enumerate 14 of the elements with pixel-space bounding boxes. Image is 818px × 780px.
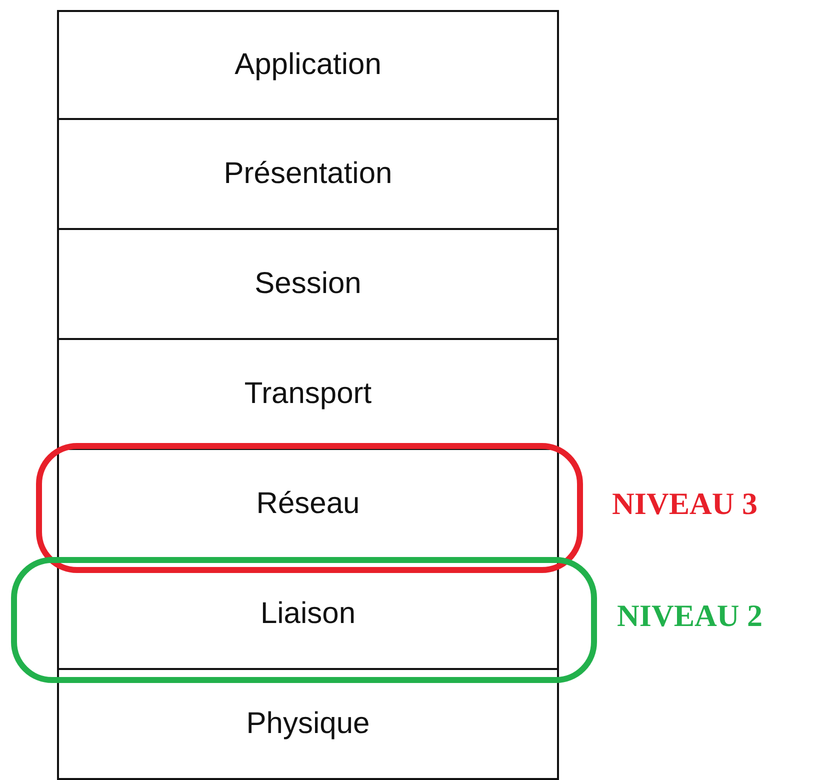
layer-name: Transport	[244, 377, 372, 411]
layer-box	[57, 228, 559, 340]
layer-box	[57, 338, 559, 450]
layer-box	[57, 118, 559, 230]
layer-box	[57, 10, 559, 120]
level-label: NIVEAU 2	[617, 598, 763, 634]
level-label: NIVEAU 3	[612, 486, 758, 522]
layer-name: Réseau	[256, 487, 360, 521]
layer-name: Application	[234, 48, 382, 82]
layer-name: Physique	[246, 707, 370, 741]
layer-name: Liaison	[260, 597, 356, 631]
layer-name: Présentation	[224, 157, 392, 191]
layer-name: Session	[254, 267, 362, 301]
layer-box	[57, 668, 559, 780]
